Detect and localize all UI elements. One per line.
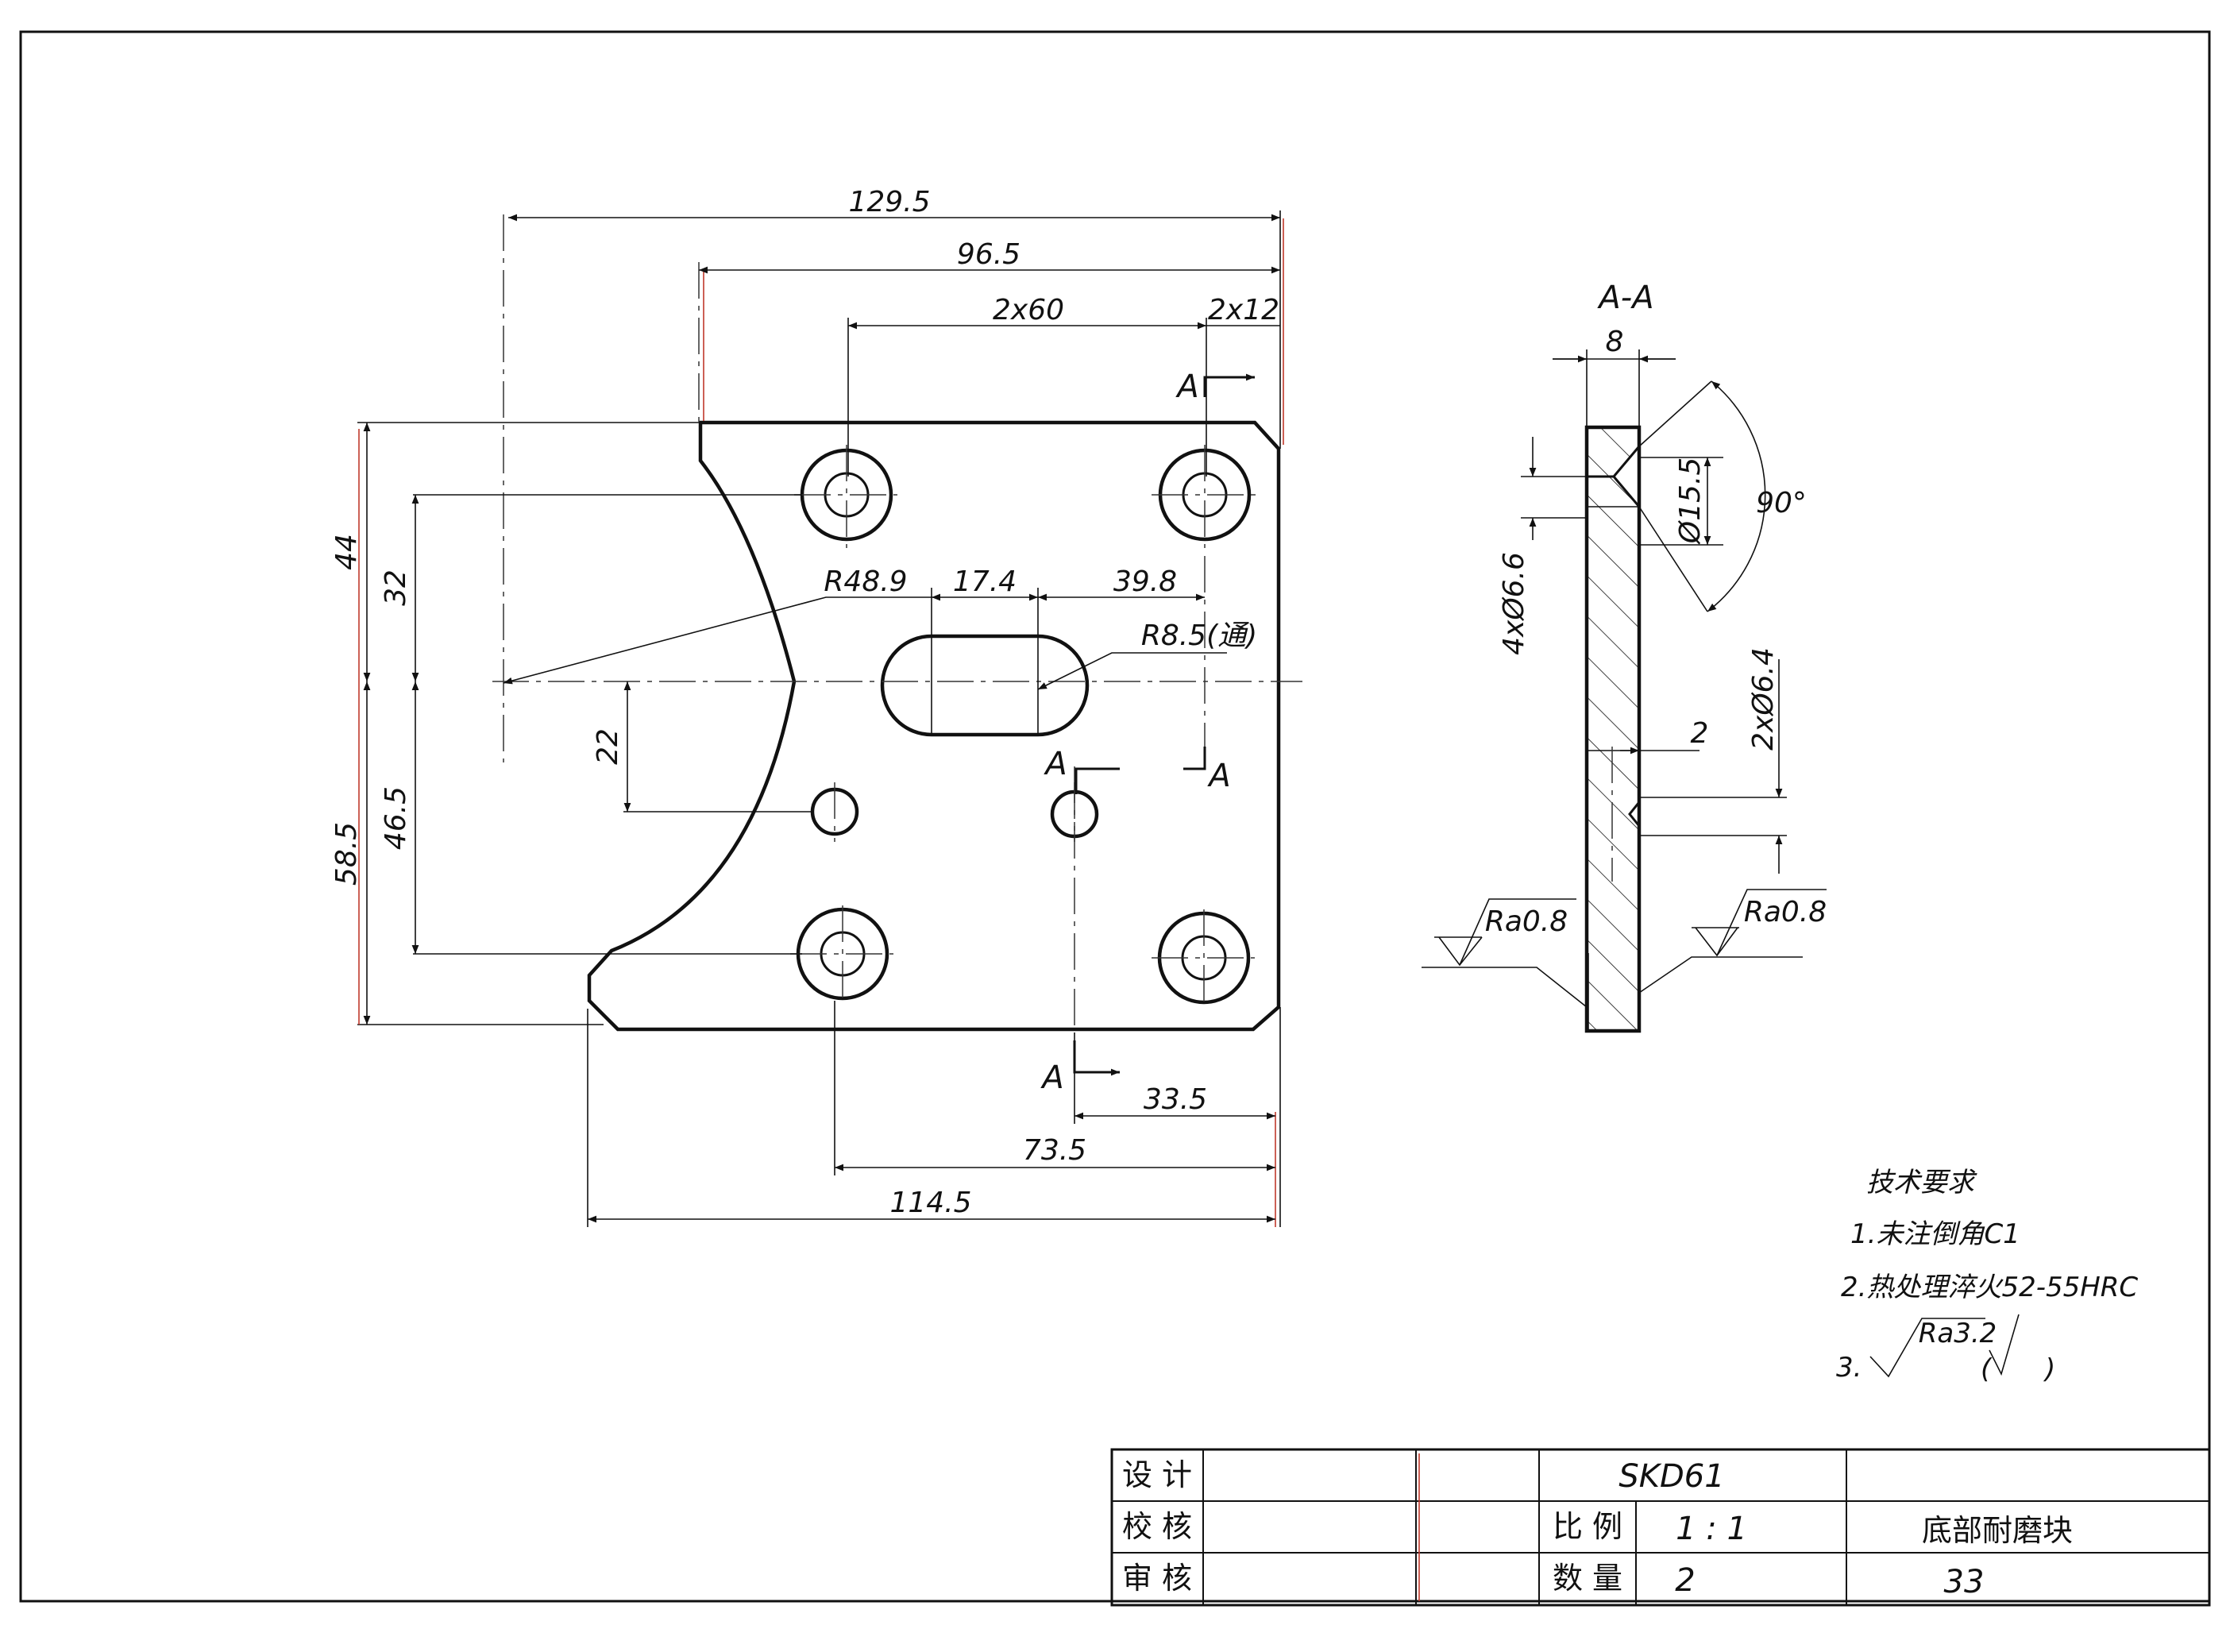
sec-dim-thickness: 8 — [1606, 326, 1624, 358]
dim-slot-39-8: 39.8 — [1113, 565, 1177, 598]
section-label-mid-left: A — [1043, 746, 1067, 782]
dim-edge-offset: 2x12 — [1208, 294, 1279, 326]
sec-dim-hole-4x: 4xØ6.6 — [1498, 552, 1530, 655]
extension-lines — [357, 210, 1281, 1227]
title-scale-value: 1 : 1 — [1676, 1511, 1747, 1547]
section-label-top: A — [1175, 369, 1198, 405]
section-hatch — [1587, 427, 1639, 1031]
dim-overall-width: 129.5 — [848, 186, 930, 218]
title-label-scale: 比 例 — [1553, 1509, 1622, 1544]
general-roughness-paren-close: ) — [2043, 1353, 2055, 1385]
through-slot — [880, 634, 1090, 737]
sec-dim-hole-2x: 2xØ6.4 — [1747, 647, 1780, 751]
roughness-label-right: Ra0.8 — [1744, 896, 1827, 928]
section-label-bottom: A — [1040, 1060, 1063, 1096]
sec-dim-depth-2: 2 — [1691, 717, 1709, 750]
tech-note-3-number: 3. — [1836, 1352, 1862, 1384]
dim-width-96-5: 96.5 — [957, 238, 1020, 271]
title-quantity-value: 2 — [1675, 1562, 1695, 1599]
dim-hole-pitch: 2x60 — [993, 294, 1064, 326]
tech-note-2: 2.热处理淬火52-55HRC — [1841, 1272, 2138, 1303]
part-outline — [587, 420, 1281, 1032]
sheet-border — [19, 30, 2211, 1603]
title-label-check: 校 核 — [1122, 1509, 1192, 1544]
dim-radius-48-9: R48.9 — [824, 565, 907, 598]
general-roughness-symbol — [1869, 1314, 2020, 1378]
section-view-title: A-A — [1596, 280, 1653, 316]
red-extension-traces — [358, 218, 1284, 1227]
dim-slot-radius: R8.5(通) — [1141, 620, 1257, 652]
dim-slot-17-4: 17.4 — [953, 565, 1017, 598]
section-marker-bottom — [1073, 1040, 1120, 1076]
roughness-symbol-right — [1638, 889, 1827, 994]
roughness-symbol-left — [1422, 898, 1588, 1008]
dim-height-32: 32 — [380, 569, 412, 606]
section-dimension-lines — [1521, 349, 1787, 1032]
roughness-label-left: Ra0.8 — [1485, 905, 1568, 938]
sec-dim-angle: 90° — [1756, 487, 1807, 519]
section-marker-top — [1203, 373, 1255, 397]
sec-dim-csk-dia: Ø15.5 — [1674, 457, 1707, 546]
title-label-quantity: 数 量 — [1553, 1561, 1622, 1596]
section-view — [1584, 425, 1642, 1033]
dim-height-46-5: 46.5 — [380, 786, 412, 850]
dimension-lines — [363, 214, 1280, 1223]
general-roughness-value: Ra3.2 — [1919, 1318, 1997, 1349]
tech-note-1: 1.未注倒角C1 — [1850, 1218, 2020, 1250]
dim-73-5: 73.5 — [1023, 1134, 1086, 1167]
title-block — [1110, 1448, 2211, 1607]
title-material: SKD61 — [1618, 1458, 1724, 1495]
dim-33-5: 33.5 — [1144, 1083, 1207, 1116]
title-part-name: 底部耐磨块 — [1922, 1513, 2073, 1548]
title-drawing-number: 33 — [1944, 1564, 1985, 1600]
title-label-review: 审 核 — [1122, 1561, 1192, 1596]
section-outline — [1584, 425, 1642, 1033]
leader-lines — [503, 596, 1227, 690]
section-marker-mid — [1074, 747, 1206, 794]
title-label-design: 设 计 — [1122, 1457, 1192, 1492]
dim-height-44: 44 — [330, 534, 363, 570]
dim-114-5: 114.5 — [889, 1187, 971, 1219]
dim-height-22: 22 — [592, 728, 624, 765]
general-roughness-paren-open: ( — [1981, 1353, 1993, 1385]
tech-notes-title: 技术要求 — [1866, 1167, 1977, 1198]
section-label-mid-right: A — [1206, 758, 1230, 794]
dim-height-58-5: 58.5 — [330, 822, 363, 886]
